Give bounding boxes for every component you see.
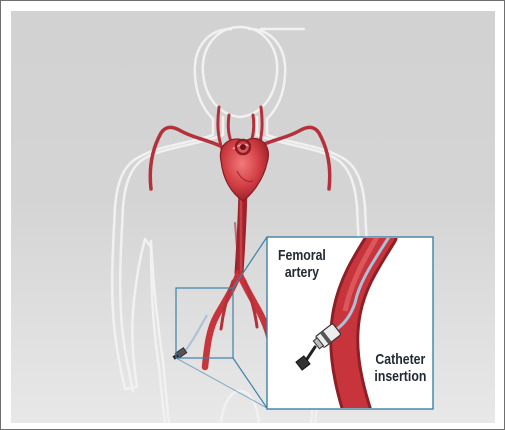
catheter-small xyxy=(172,315,207,361)
label-femoral-artery: Femoral artery xyxy=(278,247,326,281)
zoom-connector-bottom xyxy=(233,358,267,408)
illustration: Femoral artery Catheter insertion xyxy=(11,11,495,423)
heart xyxy=(220,138,268,201)
head-outline xyxy=(203,27,277,117)
label-catheter-insertion: Catheter insertion xyxy=(374,351,426,385)
